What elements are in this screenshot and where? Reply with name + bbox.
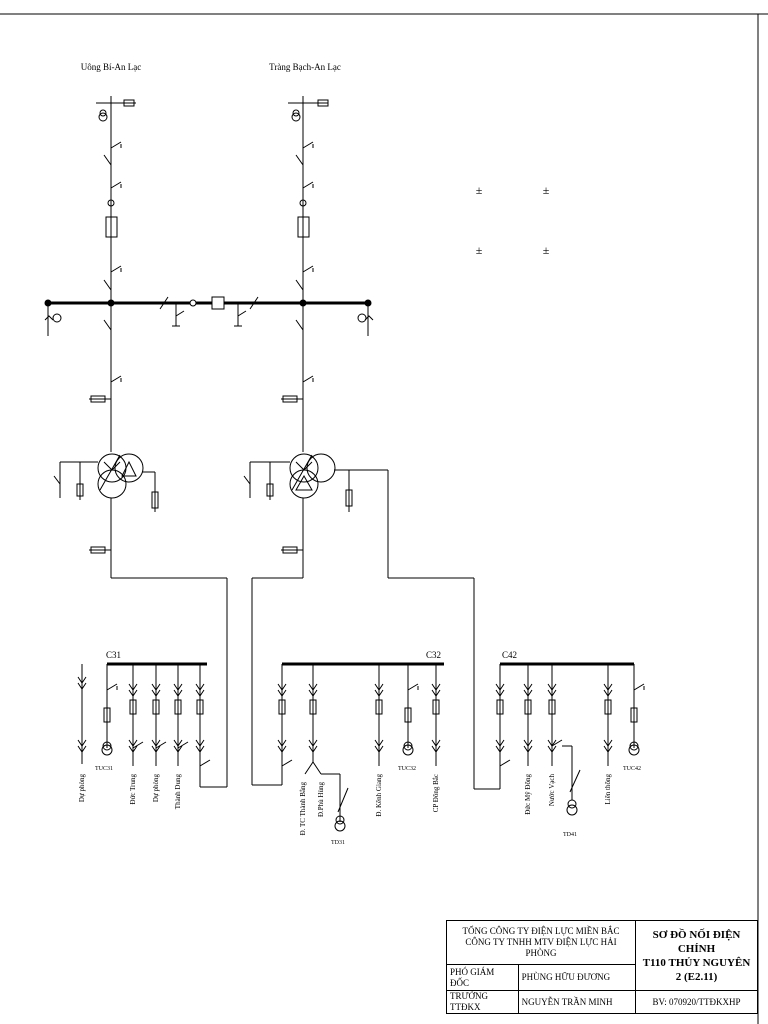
title-block: TỔNG CÔNG TY ĐIỆN LỰC MIỀN BẮC CÔNG TY T… <box>446 920 758 1014</box>
feeder-label: Dự phòng <box>152 774 160 803</box>
role-2: TRƯỞNG TTĐKX <box>446 990 519 1014</box>
doc-number: BV: 070920/TTĐKXHP <box>635 990 758 1014</box>
feeder-label: CP Đông Bắc <box>432 774 440 812</box>
vt-label-tuc32: TUC32 <box>398 766 416 772</box>
vt-label-td41: TD41 <box>563 832 577 838</box>
drawing-title-line2: T110 THỦY NGUYÊN 2 (E2.11) <box>642 956 751 983</box>
drawing-title-line1: SƠ ĐỒ NỐI ĐIỆN CHÍNH <box>652 928 741 955</box>
plus-minus-symbol: ± <box>543 183 550 197</box>
plus-minus-symbol: ± <box>543 243 550 257</box>
bus-label-c31: C31 <box>106 650 121 660</box>
plus-minus-symbol: ± <box>476 243 483 257</box>
company-cell: TỔNG CÔNG TY ĐIỆN LỰC MIỀN BẮC CÔNG TY T… <box>446 920 636 965</box>
vt-label-tuc42: TUC42 <box>623 766 641 772</box>
feeder-label: Nước Vạch <box>548 774 556 807</box>
plus-minus-symbol: ± <box>476 183 483 197</box>
feeder-label: Thành Dung <box>174 774 182 810</box>
vt-label-td31: TD31 <box>331 840 345 846</box>
feeder-label: Đ.Phù Hùng <box>317 782 325 818</box>
left-feeder-label: Uông Bí-An Lạc <box>81 62 142 72</box>
feeder-label: Dự phòng <box>78 774 86 803</box>
vt-label-tuc31: TUC31 <box>95 766 113 772</box>
feeder-label: Đức Mỹ Đông <box>524 774 532 815</box>
feeder-label: Liên thông <box>604 774 612 805</box>
bus-label-c42: C42 <box>502 650 517 660</box>
company-line2: CÔNG TY TNHH MTV ĐIỆN LỰC HẢI PHÒNG <box>465 937 617 958</box>
company-line1: TỔNG CÔNG TY ĐIỆN LỰC MIỀN BẮC <box>462 926 620 936</box>
name-2: NGUYỄN TRẦN MINH <box>517 990 637 1014</box>
feeder-label: Đ. Kênh Giang <box>375 774 383 817</box>
right-feeder-label: Tràng Bạch-An Lạc <box>269 62 341 72</box>
name-1: PHÙNG HỮU ĐƯƠNG <box>517 964 637 991</box>
feeder-label: Đ. TC Thành Bằng <box>299 782 307 836</box>
feeder-label: Đức Trung <box>129 774 137 805</box>
role-1: PHÓ GIÁM ĐỐC <box>446 964 519 991</box>
drawing-title-cell: SƠ ĐỒ NỐI ĐIỆN CHÍNH T110 THỦY NGUYÊN 2 … <box>635 920 758 991</box>
bus-label-c32: C32 <box>426 650 441 660</box>
